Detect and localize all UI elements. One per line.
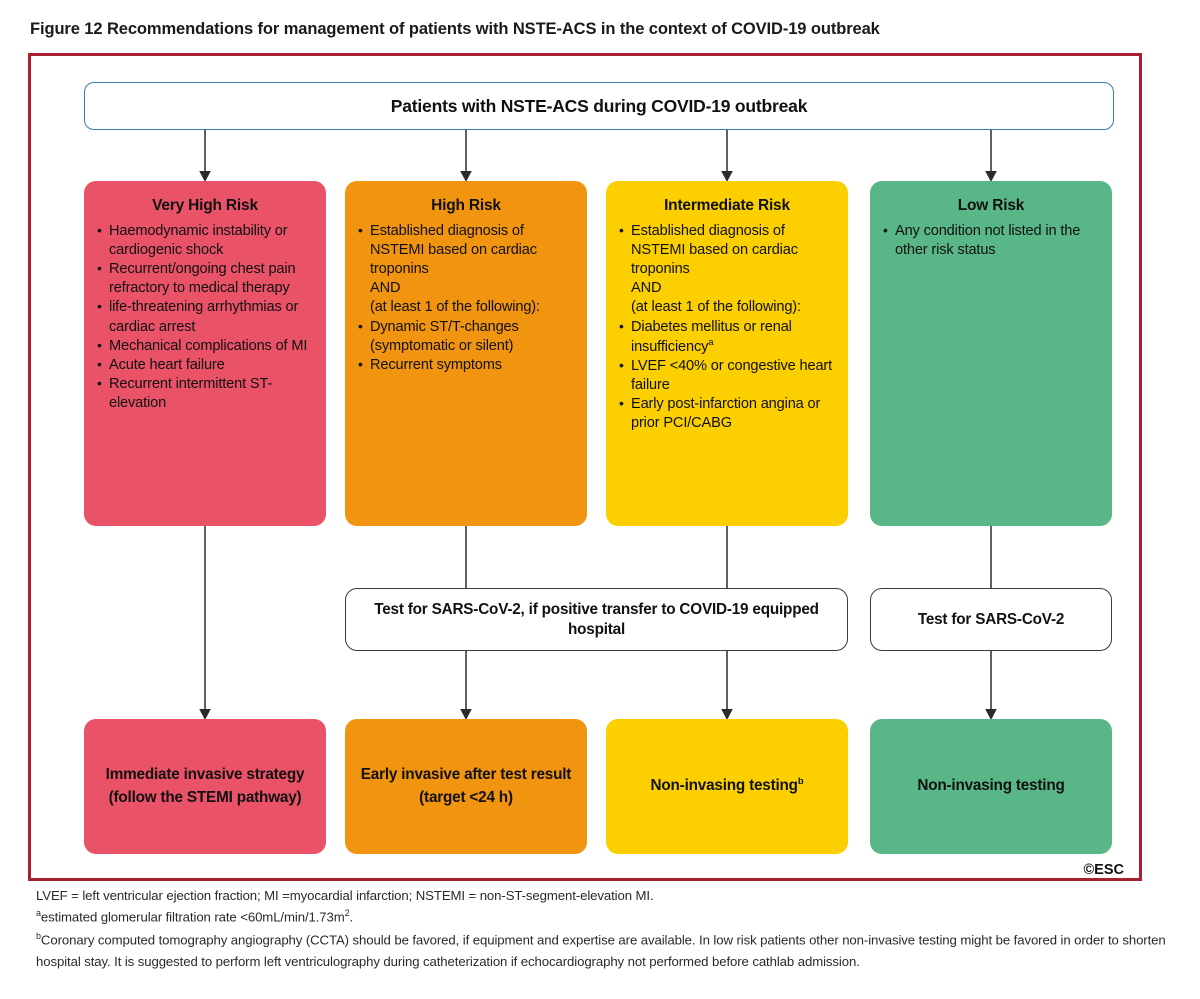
test-box-label: Test for SARS-CoV-2, if positive transfe… <box>374 600 819 638</box>
risk-criteria-list: Established diagnosis of NSTEMI based on… <box>618 221 836 433</box>
list-item-text: Diabetes mellitus or renal insufficiency <box>631 318 792 355</box>
risk-card-high: High Risk Established diagnosis of NSTEM… <box>345 181 587 526</box>
list-item: Recurrent symptoms <box>357 355 575 375</box>
list-item: Recurrent intermittent ST-elevation <box>96 374 314 413</box>
outcome-label: Early invasive after test result (target… <box>360 766 572 806</box>
list-item: Established diagnosis of NSTEMI based on… <box>618 221 836 279</box>
list-item: Early post-infarction angina or prior PC… <box>618 394 836 433</box>
outcome-intermediate: Non-invasing testingb <box>606 719 848 854</box>
list-item: Diabetes mellitus or renal insufficiency… <box>618 317 836 357</box>
risk-criteria-list: Haemodynamic instability or cardiogenic … <box>96 221 314 413</box>
risk-card-title: Low Risk <box>957 197 1025 214</box>
footnote-marker-b: b <box>36 931 41 942</box>
test-box-label: Test for SARS-CoV-2 <box>917 610 1065 628</box>
test-box-sars-cov-2-transfer: Test for SARS-CoV-2, if positive transfe… <box>345 588 848 651</box>
list-item: (at least 1 of the following): <box>631 299 801 316</box>
footnote-a: aestimated glomerular filtration rate <6… <box>36 907 1176 928</box>
entry-box: Patients with NSTE-ACS during COVID-19 o… <box>84 82 1114 130</box>
footnote-b-text: Coronary computed tomography angiography… <box>36 932 1166 970</box>
footnote-a-text: estimated glomerular filtration rate <60… <box>40 909 345 925</box>
list-item: Mechanical complications of MI <box>96 336 314 356</box>
risk-criteria-list: Any condition not listed in the other ri… <box>882 221 1100 260</box>
footnote-b: bCoronary computed tomography angiograph… <box>36 929 1176 972</box>
footnote-a-exponent: 2 <box>344 908 350 919</box>
list-item: Dynamic ST/T-changes (symptomatic or sil… <box>357 317 575 356</box>
list-item: AND <box>631 280 662 297</box>
list-item: Acute heart failure <box>96 355 314 375</box>
page-title: Figure 12 Recommendations for management… <box>30 20 880 38</box>
esc-copyright: ©ESC <box>1077 862 1130 878</box>
list-item: AND <box>370 280 401 297</box>
footnote-abbreviations: LVEF = left ventricular ejection fractio… <box>36 888 654 903</box>
outcome-label: Immediate invasive strategy (follow the … <box>105 766 305 806</box>
list-item: life-threatening arrhythmias or cardiac … <box>96 297 314 336</box>
outcome-low: Non-invasing testing <box>870 719 1112 854</box>
list-item: Recurrent/ongoing chest pain refractory … <box>96 259 314 298</box>
footnote-ref-a: a <box>708 336 714 348</box>
outcome-label-wrap: Non-invasing testingb <box>651 775 804 797</box>
list-item: Established diagnosis of NSTEMI based on… <box>357 221 575 279</box>
footnotes: LVEF = left ventricular ejection fractio… <box>36 886 1176 973</box>
outcome-high: Early invasive after test result (target… <box>345 719 587 854</box>
footnote-a-end: . <box>349 909 354 925</box>
risk-card-intermediate: Intermediate Risk Established diagnosis … <box>606 181 848 526</box>
risk-card-low: Low Risk Any condition not listed in the… <box>870 181 1112 526</box>
risk-card-title: High Risk <box>431 197 501 214</box>
test-box-sars-cov-2: Test for SARS-CoV-2 <box>870 588 1112 651</box>
figure-border-frame <box>28 53 1142 881</box>
list-item: (at least 1 of the following): <box>370 299 540 316</box>
risk-criteria-list: Established diagnosis of NSTEMI based on… <box>357 221 575 375</box>
risk-card-title: Very High Risk <box>152 197 258 214</box>
list-item: Any condition not listed in the other ri… <box>882 221 1100 260</box>
risk-card-very-high: Very High Risk Haemodynamic instability … <box>84 181 326 526</box>
list-item: LVEF <40% or congestive heart failure <box>618 356 836 395</box>
outcome-label: Non-invasing testing <box>917 777 1065 795</box>
entry-box-title: Patients with NSTE-ACS during COVID-19 o… <box>390 95 808 116</box>
outcome-very-high: Immediate invasive strategy (follow the … <box>84 719 326 854</box>
risk-card-title: Intermediate Risk <box>664 197 790 214</box>
list-item: Haemodynamic instability or cardiogenic … <box>96 221 314 260</box>
footnote-marker-a: a <box>36 908 41 919</box>
footnote-ref-b: b <box>797 776 804 788</box>
outcome-label: Non-invasing testing <box>650 777 798 795</box>
